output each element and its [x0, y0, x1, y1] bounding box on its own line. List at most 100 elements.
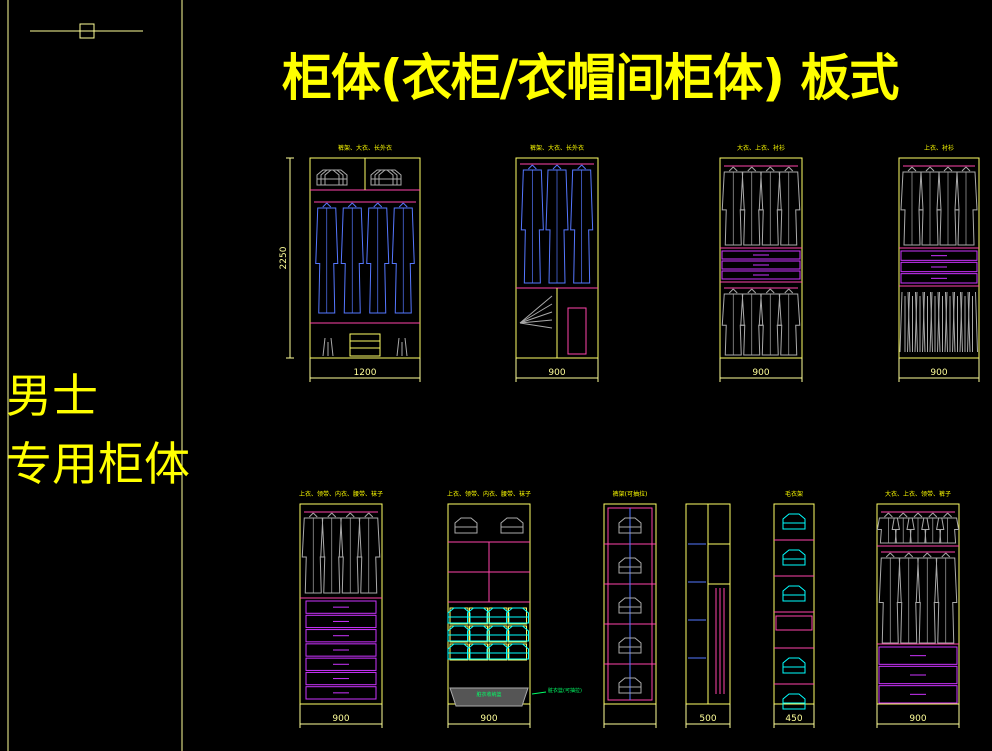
unit-6-cubby — [508, 607, 527, 625]
unit-5-width-dim-label: 900 — [332, 714, 349, 724]
unit-1-hat — [374, 169, 398, 186]
cabinet-units: 裤架、大衣、长外衣12002250裤架、大衣、长外衣900大衣、上衣、衬衫900… — [279, 144, 980, 728]
unit-2-garment — [545, 164, 569, 284]
cabinet-unit-3: 大衣、上衣、衬衫 900 — [719, 144, 803, 382]
unit-5-drawer — [305, 600, 377, 614]
unit-6-folded-item — [486, 607, 510, 624]
unit-10-garment — [878, 552, 902, 644]
unit-9-sweater — [782, 657, 806, 674]
unit-7-trouser-hanger — [618, 517, 642, 534]
unit-1-hat — [324, 169, 348, 186]
unit-6-folded-item — [447, 625, 471, 642]
unit-6-cubby — [508, 625, 527, 643]
unit-3-drawer — [721, 250, 801, 260]
unit-10-garment — [897, 552, 921, 644]
side-label-line2: 专用柜体 — [6, 437, 190, 491]
unit-5-garment — [357, 512, 381, 594]
unit-4-garment — [918, 166, 942, 246]
unit-2-tie-rack — [519, 295, 553, 324]
unit-3-lower-garment — [740, 288, 764, 356]
unit-3-carcass — [719, 157, 803, 359]
unit-6-bag — [454, 517, 478, 534]
unit-5-drawer — [305, 671, 377, 686]
unit-6-caption: 上衣、领带、内衣、腰带、袜子 — [447, 490, 531, 498]
unit-6-folded-item — [506, 643, 529, 660]
unit-4-garment — [900, 166, 924, 246]
unit-10-drawer — [878, 685, 958, 704]
unit-4-drawer — [900, 273, 978, 284]
unit-5-drawer — [305, 657, 377, 671]
unit-7-trouser-hanger — [618, 557, 642, 574]
unit-6-bag — [500, 517, 524, 534]
unit-1-garment — [340, 202, 364, 314]
unit-4-carcass — [898, 157, 980, 359]
unit-6-cubby — [508, 643, 527, 661]
unit-5-garment — [301, 512, 325, 594]
unit-1-width-dim-label: 1200 — [354, 368, 377, 378]
unit-6-cubby — [469, 625, 488, 643]
unit-5-garment — [320, 512, 344, 594]
unit-7-trouser-hanger — [618, 677, 642, 694]
unit-9-tray — [775, 615, 813, 631]
unit-3-garment — [721, 166, 745, 246]
side-label-line1: 男士 — [6, 369, 98, 423]
unit-3-lower-garment — [758, 288, 782, 356]
unit-4-trouser — [967, 291, 978, 353]
unit-4-garment — [936, 166, 960, 246]
unit-1-hat — [320, 169, 344, 186]
cabinet-unit-5: 上衣、领带、内衣、腰带、袜子 900 — [299, 490, 383, 728]
unit-4-drawer — [900, 250, 978, 261]
unit-10-width-dim-label: 900 — [909, 714, 926, 724]
unit-10-drawer — [878, 665, 958, 685]
unit-2-tie-rack — [519, 322, 553, 329]
unit-8-width-dim-label: 500 — [699, 714, 716, 724]
unit-6-cubby — [449, 643, 469, 661]
unit-1-hat — [378, 169, 402, 186]
unit-4-caption: 上衣、衬衫 — [924, 144, 954, 152]
unit-10-garment — [915, 552, 939, 644]
unit-6-width-dim-label: 900 — [480, 714, 497, 724]
unit-4-width-dim-label: 900 — [930, 368, 947, 378]
unit-3-drawer — [721, 260, 801, 270]
unit-3-drawer — [721, 270, 801, 280]
unit-3-caption: 大衣、上衣、衬衫 — [737, 144, 785, 152]
unit-1-caption: 裤架、大衣、长外衣 — [338, 144, 392, 152]
unit-6-folded-item — [447, 643, 471, 660]
unit-3-garment — [777, 166, 801, 246]
unit-2-tie-rack — [519, 319, 553, 324]
unit-6-folded-item — [467, 643, 490, 660]
unit-5-garment — [338, 512, 362, 594]
unit-6-carcass — [447, 503, 531, 705]
unit-3-width-dim-label: 900 — [752, 368, 769, 378]
unit-9-carcass — [773, 503, 815, 705]
drawing-frame — [7, 0, 183, 751]
unit-6-leader — [531, 691, 547, 695]
unit-1-garment — [366, 202, 390, 314]
unit-6-cubby — [488, 607, 508, 625]
unit-6-folded-item — [486, 625, 510, 642]
unit-7-caption: 裤架(可抽拉) — [613, 490, 648, 498]
unit-3-lower-garment — [777, 288, 801, 356]
unit-10-drawer — [878, 646, 958, 665]
drawing-title: 柜体(衣柜/衣帽间柜体) 板式 — [282, 49, 899, 107]
unit-4-drawer — [900, 261, 978, 273]
unit-6-folded-item — [486, 643, 510, 660]
unit-10-garment — [934, 552, 958, 644]
unit-4-garment — [954, 166, 978, 246]
unit-9-sweater — [782, 585, 806, 602]
unit-6-cubby — [449, 625, 469, 643]
unit-5-caption: 上衣、领带、内衣、腰带、袜子 — [299, 490, 383, 498]
unit-5-drawer — [305, 614, 377, 629]
unit-7-carcass — [603, 503, 657, 705]
unit-9-sweater — [782, 549, 806, 566]
unit-6-cubby — [469, 607, 488, 625]
unit-5-drawer — [305, 686, 377, 700]
unit-5-drawer — [305, 629, 377, 643]
unit-2-garment — [570, 164, 594, 284]
unit-9-sweater — [782, 693, 806, 710]
unit-2-luggage — [567, 307, 587, 355]
